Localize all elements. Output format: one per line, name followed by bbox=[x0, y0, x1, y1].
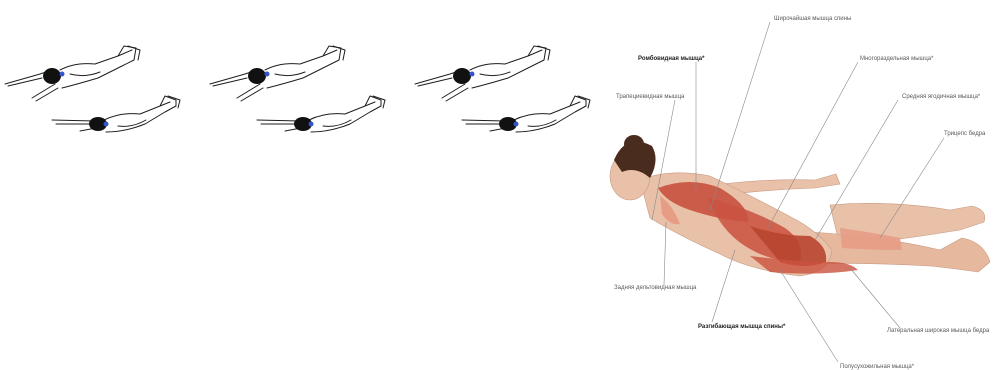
label-erector: Разгибающая мышца спины* bbox=[698, 324, 785, 330]
label-latissimus: Широчайшая мышца спины bbox=[774, 16, 851, 22]
label-rhomboid: Ромбовидная мышца* bbox=[638, 56, 704, 62]
anatomy-panel: Широчайшая мышца спины Ромбовидная мышца… bbox=[600, 0, 996, 369]
exercise-sketch-2 bbox=[210, 46, 385, 132]
label-triceps: Трицепс бедра bbox=[944, 131, 985, 137]
exercise-sketch-3 bbox=[415, 46, 590, 132]
label-multifidus: Многораздельная мышца* bbox=[860, 56, 933, 62]
exercise-sketch-panel bbox=[0, 0, 600, 369]
label-bottom-cut: Полусухожильная мышца* bbox=[840, 364, 914, 370]
exercise-sketches bbox=[0, 0, 600, 369]
label-vastus-lateralis: Латеральная широкая мышца бедра bbox=[887, 328, 989, 334]
label-rear-deltoid: Задняя дельтовидная мышца bbox=[614, 285, 696, 291]
label-gluteus-medius: Средняя ягодичная мышца* bbox=[902, 94, 980, 100]
label-trapezius: Трапециевидная мышца bbox=[616, 94, 684, 100]
exercise-sketch-1 bbox=[5, 46, 180, 132]
